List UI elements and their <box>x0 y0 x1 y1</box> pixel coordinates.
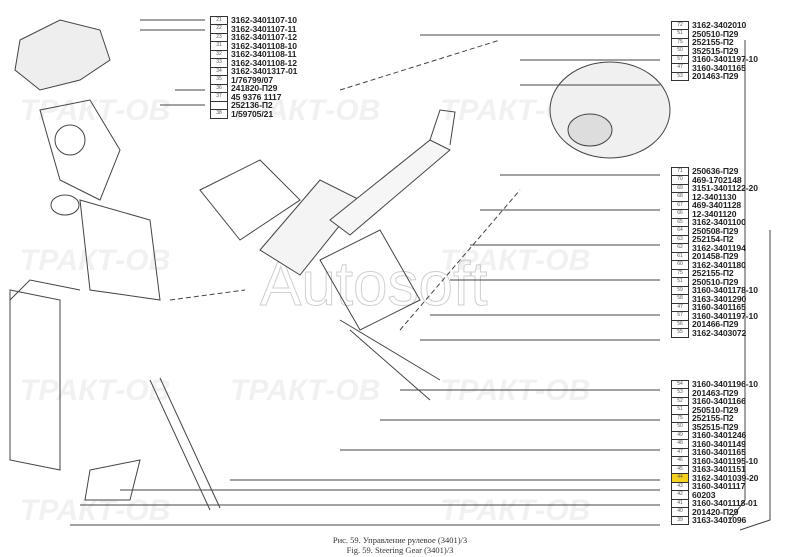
figure-caption: Рис. 59. Управление рулевое (3401)/3 Fig… <box>0 535 800 555</box>
part-number[interactable]: 250510-П29 <box>692 276 739 287</box>
caption-en: Fig. 59. Steering Gear (3401)/3 <box>346 545 454 555</box>
part-number[interactable]: 201463-П29 <box>692 387 739 398</box>
part-number[interactable]: 3162-3401194 <box>692 242 746 253</box>
part-number[interactable]: 352515-П29 <box>692 421 739 432</box>
watermark-brand-text: ТРАКТ-ОВ <box>20 94 170 127</box>
part-number[interactable]: 201466-П29 <box>692 319 739 330</box>
part-number[interactable]: 3162-3401108-10 <box>231 40 297 51</box>
part-number[interactable]: 3160-3401166 <box>692 396 746 407</box>
part-number[interactable]: 3162-3403072 <box>692 327 747 338</box>
part-number[interactable]: 3163-3401151 <box>692 464 746 475</box>
part-number[interactable]: 250636-П29 <box>692 166 739 177</box>
watermark-brand-text: ТРАКТ-ОВ <box>20 494 170 527</box>
part-number[interactable]: 3160-3401196-10 <box>692 379 758 390</box>
part-number[interactable]: 3162-3401180 <box>692 259 746 270</box>
part-number[interactable]: 3151-3401122-20 <box>692 183 758 194</box>
callout-number[interactable]: 55 <box>671 328 689 338</box>
part-number[interactable]: 3160-3401165 <box>692 447 746 458</box>
part-number[interactable]: 1/76799/07 <box>231 74 274 85</box>
part-number[interactable]: 3160-3401149 <box>692 438 746 449</box>
part-number[interactable]: 3160-3401197-10 <box>692 54 758 65</box>
part-number[interactable]: 12-3401130 <box>692 191 737 202</box>
part-number[interactable]: 3160-3401117 <box>692 481 746 492</box>
part-number[interactable]: 3163-3401290 <box>692 293 747 304</box>
part-number[interactable]: 3160-3401118-01 <box>692 498 758 509</box>
drawing-lines <box>9 19 771 531</box>
watermark-brand-text: ТРАКТ-ОВ <box>440 494 590 527</box>
part-number[interactable]: 3160-3401165 <box>692 302 746 313</box>
part-number[interactable]: 60203 <box>692 489 716 500</box>
watermark-brand-text: ТРАКТ-ОВ <box>230 374 380 407</box>
part-number[interactable]: 201458-П29 <box>692 251 739 262</box>
part-number[interactable]: 252136-П2 <box>231 100 273 111</box>
part-number[interactable]: 3162-3401039-20 <box>692 472 759 483</box>
part-number[interactable]: 3162-3401107-10 <box>231 15 297 26</box>
callout-number[interactable]: 38 <box>210 109 228 119</box>
caption-ru: Рис. 59. Управление рулевое (3401)/3 <box>332 535 468 545</box>
part-number[interactable]: 252154-П2 <box>692 234 734 245</box>
part-number[interactable]: 250510-П29 <box>692 404 739 415</box>
watermark-brand-text: ТРАКТ-ОВ <box>440 244 590 277</box>
part-number[interactable]: 250508-П29 <box>692 225 739 236</box>
part-number[interactable]: 3160-3401246 <box>692 430 747 441</box>
part-number[interactable]: 3160-3401178-10 <box>692 285 758 296</box>
watermark-brand: ТРАКТ-ОВ ТРАКТ-ОВ ТРАКТ-ОВ ТРАКТ-ОВ ТРАКТ-О… <box>20 94 590 527</box>
watermark-brand-text: ТРАКТ-ОВ <box>20 244 170 277</box>
part-number[interactable]: 3160-3401165 <box>692 62 746 73</box>
part-number[interactable]: 201420-П29 <box>692 506 739 517</box>
part-number[interactable]: 469-3401128 <box>692 200 742 211</box>
part-number[interactable]: 250510-П29 <box>692 28 739 39</box>
part-number[interactable]: 1/59705/21 <box>231 108 274 119</box>
part-number[interactable]: 3162-3402010 <box>692 20 747 31</box>
callout-number[interactable]: 53 <box>671 71 689 81</box>
part-number[interactable]: 3162-3401107-11 <box>231 23 297 34</box>
part-number[interactable]: 45 9376 1117 <box>231 91 282 102</box>
watermark-brand-text: ТРАКТ-ОВ <box>20 374 170 407</box>
part-number[interactable]: 3162-3401108-12 <box>231 57 297 68</box>
part-number[interactable]: 252155-П2 <box>692 413 734 424</box>
part-number[interactable]: 201463-П29 <box>692 71 739 82</box>
part-number[interactable]: 241820-П29 <box>231 83 278 94</box>
part-number[interactable]: 3160-3401197-10 <box>692 310 758 321</box>
part-number[interactable]: 3162-3401107-12 <box>231 32 297 43</box>
part-number[interactable]: 3160-3401195-10 <box>692 455 758 466</box>
part-number[interactable]: 3162-3401100 <box>692 217 746 228</box>
part-number[interactable]: 3162-3401317-01 <box>231 66 298 77</box>
watermark-brand-text: ТРАКТ-ОВ <box>230 94 380 127</box>
part-number[interactable]: 252155-П2 <box>692 268 734 279</box>
callout-number[interactable]: 39 <box>671 515 689 525</box>
part-number[interactable]: 252155-П2 <box>692 37 734 48</box>
part-number[interactable]: 3163-3401096 <box>692 515 747 526</box>
part-number[interactable]: 352515-П29 <box>692 45 739 56</box>
part-number[interactable]: 12-3401120 <box>692 208 737 219</box>
part-number[interactable]: 469-1702148 <box>692 174 742 185</box>
part-number[interactable]: 3162-3401108-11 <box>231 49 297 60</box>
